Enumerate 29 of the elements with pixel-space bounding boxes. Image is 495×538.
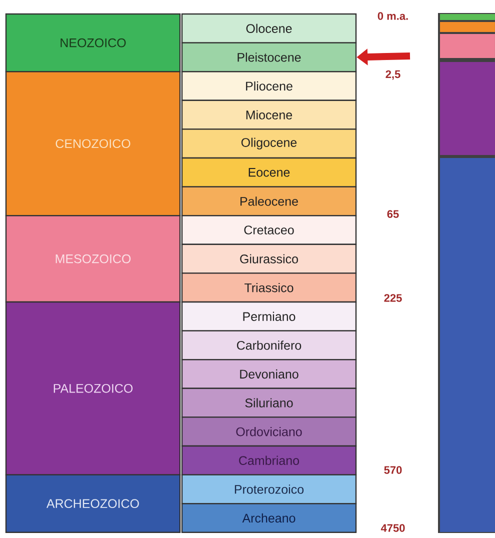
time-label: 2,5	[386, 70, 400, 80]
period-box: Carbonifero	[181, 330, 357, 360]
period-box: Devoniano	[181, 359, 357, 389]
period-box: Permiano	[181, 301, 357, 332]
period-box: Ordoviciano	[181, 416, 357, 447]
period-box: Triassico	[181, 272, 357, 303]
period-box: Proterozoico	[181, 474, 357, 504]
time-label: 0 m.a.	[378, 12, 408, 20]
period-box: Pliocene	[181, 71, 357, 101]
time-label: 570	[384, 466, 402, 474]
era-box: PALEOZOICO	[5, 301, 181, 476]
period-box: Siluriano	[181, 388, 357, 418]
time-label: 4750	[380, 524, 405, 532]
period-box: Archeano	[181, 503, 357, 533]
period-box: Giurassico	[181, 244, 357, 274]
time-label: 225	[384, 294, 402, 302]
period-box: Paleocene	[181, 186, 357, 216]
period-box: Pleistocene	[181, 42, 357, 72]
period-box: Oligocene	[181, 128, 357, 159]
period-box: Cretaceo	[181, 215, 357, 245]
era-box: MESOZOICO	[5, 215, 181, 303]
era-box: CENOZOICO	[5, 71, 181, 216]
period-box: Miocene	[181, 100, 357, 130]
era-box: NEOZOICO	[5, 13, 181, 72]
period-box: Eocene	[181, 157, 357, 188]
era-box: ARCHEOZOICO	[5, 474, 181, 533]
period-box: Cambriano	[181, 445, 357, 476]
time-label: 65	[387, 210, 399, 218]
period-box: Olocene	[181, 13, 357, 44]
